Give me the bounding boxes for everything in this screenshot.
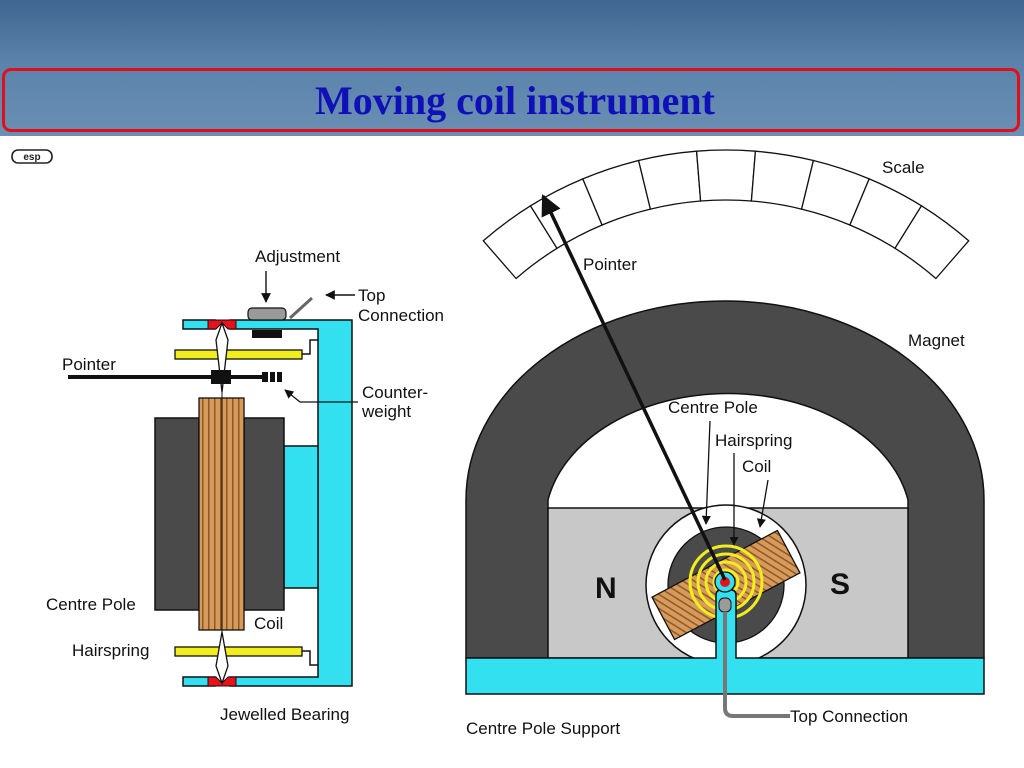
- esp-logo: esp: [11, 149, 53, 164]
- label-top-connection: Top Connection: [790, 707, 908, 726]
- title-box: Moving coil instrument: [2, 68, 1020, 132]
- bottom-hairspring-plate: [174, 646, 303, 657]
- label-centre-pole-support: Centre Pole Support: [466, 719, 620, 738]
- left-pole-block: [154, 417, 200, 611]
- scale-segment: [695, 149, 757, 202]
- label-side-hairspring: Hairspring: [72, 641, 149, 660]
- counterweight: [262, 372, 268, 382]
- bottom-jewelled-bearing: [207, 676, 237, 687]
- label-side-coil: Coil: [254, 614, 283, 633]
- label-south: S: [830, 568, 850, 601]
- right-pole-block: [243, 417, 285, 611]
- magnet: [465, 300, 985, 659]
- top-hairspring-plate: [174, 349, 303, 360]
- label-top-connection-2: Connection: [358, 306, 444, 325]
- adjustment-screw: [247, 307, 287, 321]
- front-view: [465, 149, 985, 718]
- label-side-centre-pole: Centre Pole: [46, 595, 136, 614]
- label-front-centre-pole: Centre Pole: [668, 398, 758, 417]
- scale: [482, 149, 970, 280]
- label-side-pointer: Pointer: [62, 355, 116, 374]
- front-pointer: [541, 194, 727, 581]
- label-adjustment: Adjustment: [255, 247, 340, 266]
- slide-title: Moving coil instrument: [315, 77, 715, 123]
- label-front-hairspring: Hairspring: [715, 431, 792, 450]
- scale-segment: [894, 204, 970, 280]
- front-view-labels: Scale Pointer Magnet Centre Pole Hairspr…: [466, 158, 965, 738]
- label-magnet: Magnet: [908, 331, 965, 350]
- label-top-connection-1: Top: [358, 286, 385, 305]
- label-counterweight-1: Counter-: [362, 383, 428, 402]
- top-connection-wire: [723, 612, 790, 718]
- svg-text:esp: esp: [23, 152, 40, 163]
- scale-segment: [637, 150, 702, 210]
- frame-block: [283, 445, 319, 589]
- label-scale: Scale: [882, 158, 925, 177]
- label-counterweight-2: weight: [361, 402, 411, 421]
- label-front-pointer: Pointer: [583, 255, 637, 274]
- label-jewelled-bearing: Jewelled Bearing: [220, 705, 349, 724]
- label-north: N: [595, 572, 617, 605]
- label-front-coil: Coil: [742, 457, 771, 476]
- side-view: [68, 296, 353, 687]
- top-jewelled-bearing: [207, 319, 237, 330]
- side-view-labels: Adjustment Top Connection Pointer Counte…: [46, 247, 444, 724]
